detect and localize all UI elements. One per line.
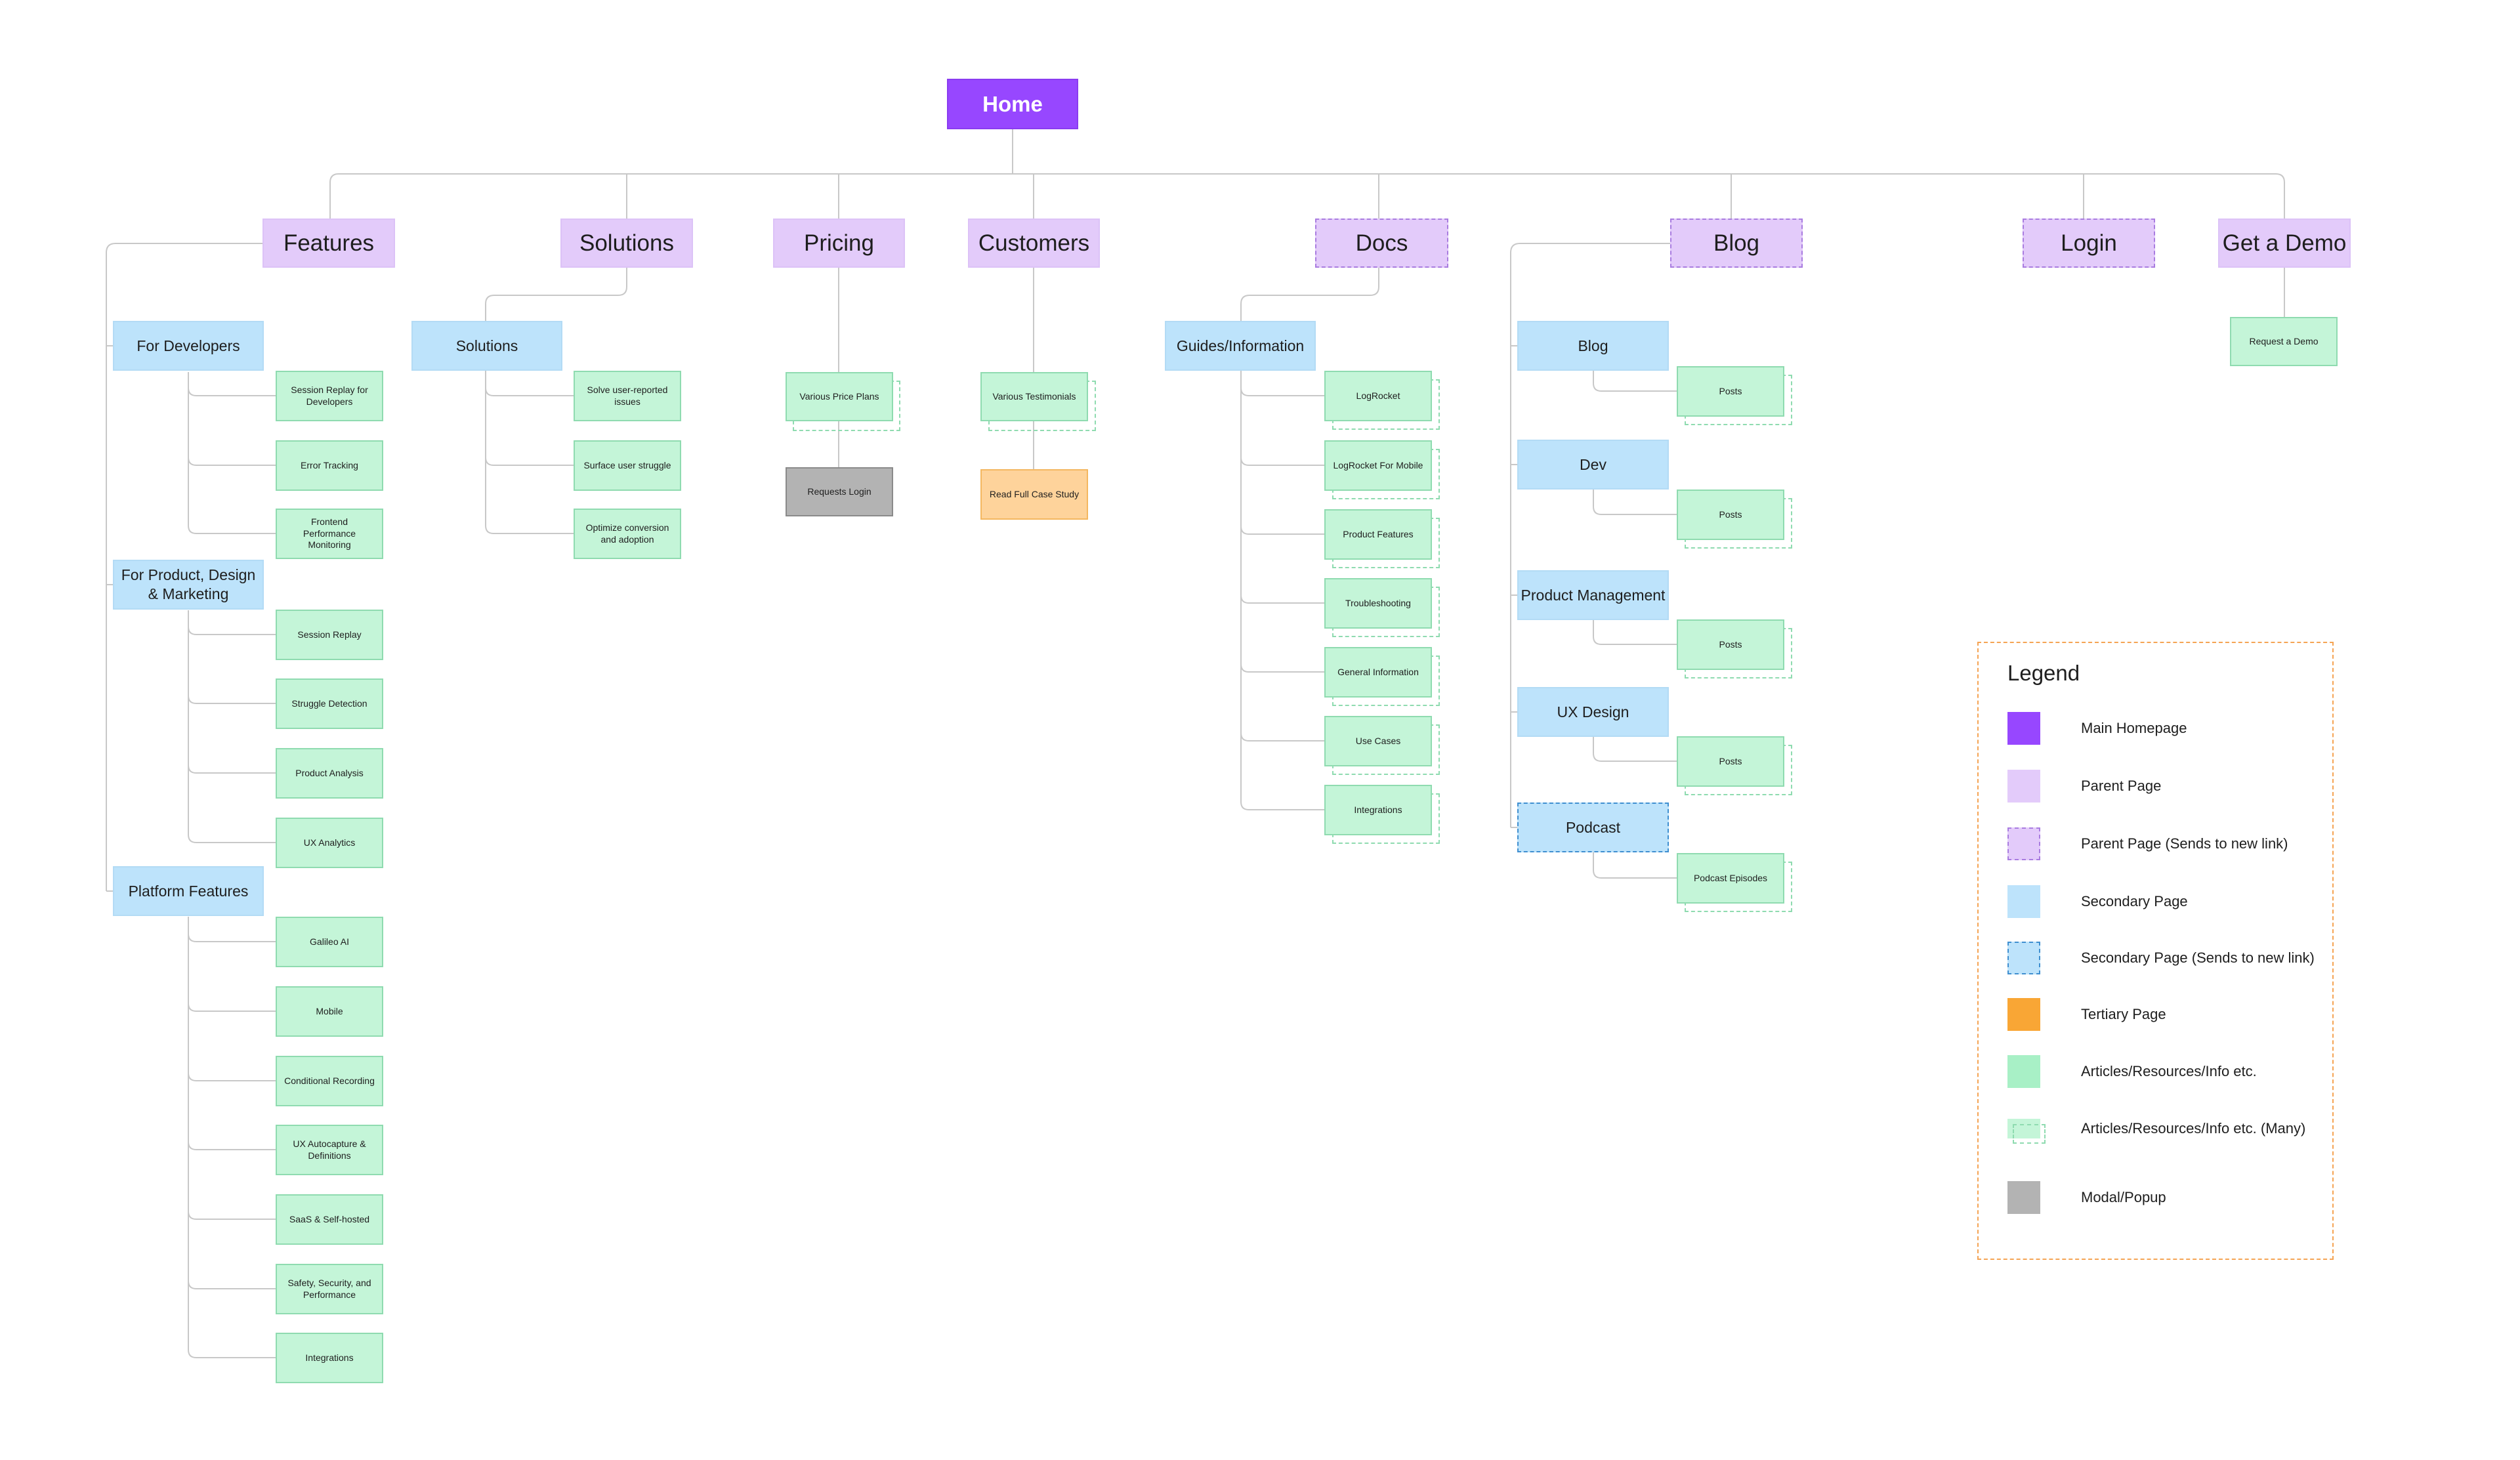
article-dev-posts: Posts <box>1677 490 1784 540</box>
blog-node: Blog <box>1670 219 1803 268</box>
article-use-cases: Use Cases <box>1324 716 1432 766</box>
legend-item: Articles/Resources/Info etc. (Many) <box>2007 1112 2305 1145</box>
article-swatch <box>2007 1055 2040 1088</box>
for-product-design-marketing-node: For Product, Design & Marketing <box>113 560 264 610</box>
article-blog-posts: Posts <box>1677 366 1784 417</box>
legend-item: Parent Page (Sends to new link) <box>2007 827 2288 860</box>
article-mobile: Mobile <box>276 986 383 1037</box>
solutions-node: Solutions <box>560 219 693 268</box>
features-node: Features <box>262 219 395 268</box>
podcast-section-node: Podcast <box>1517 803 1669 852</box>
dev-section-node: Dev <box>1517 440 1669 490</box>
get-a-demo-node: Get a Demo <box>2218 219 2351 268</box>
article-safety-security-performance: Safety, Security, and Performance <box>276 1264 383 1314</box>
legend-item: Modal/Popup <box>2007 1181 2166 1214</box>
article-ux-analytics: UX Analytics <box>276 818 383 868</box>
guides-information-node: Guides/Information <box>1165 321 1316 371</box>
article-surface-user-struggle: Surface user struggle <box>574 440 681 491</box>
legend-item: Tertiary Page <box>2007 998 2166 1031</box>
article-general-information: General Information <box>1324 647 1432 698</box>
legend-label: Tertiary Page <box>2081 1006 2166 1022</box>
article-solve-user-reported-issues: Solve user-reported issues <box>574 371 681 421</box>
article-many-swatch <box>2007 1119 2046 1144</box>
parent-page-swatch <box>2007 770 2040 803</box>
customers-node: Customers <box>968 219 1100 268</box>
login-node: Login <box>2023 219 2155 268</box>
legend-item: Secondary Page (Sends to new link) <box>2007 942 2315 974</box>
tertiary-read-full-case-study: Read Full Case Study <box>980 469 1088 520</box>
article-request-a-demo: Request a Demo <box>2230 317 2338 366</box>
legend-title: Legend <box>2007 661 2080 685</box>
article-product-features: Product Features <box>1324 509 1432 560</box>
modal-requests-login: Requests Login <box>786 467 893 516</box>
article-session-replay: Session Replay <box>276 610 383 660</box>
legend-label: Secondary Page <box>2081 893 2188 909</box>
secondary-page-swatch <box>2007 885 2040 918</box>
legend-label: Articles/Resources/Info etc. <box>2081 1063 2257 1079</box>
article-frontend-performance-monitoring: Frontend Performance Monitoring <box>276 509 383 559</box>
legend-item: Secondary Page <box>2007 885 2188 918</box>
secondary-page-link-swatch <box>2007 942 2040 974</box>
tertiary-page-swatch <box>2007 998 2040 1031</box>
for-developers-node: For Developers <box>113 321 264 371</box>
parent-page-link-swatch <box>2007 827 2040 860</box>
legend-label: Main Homepage <box>2081 720 2187 736</box>
article-troubleshooting: Troubleshooting <box>1324 578 1432 629</box>
article-various-testimonials: Various Testimonials <box>980 372 1088 421</box>
docs-node: Docs <box>1315 219 1448 268</box>
pricing-node: Pricing <box>773 219 905 268</box>
article-optimize-conversion-adoption: Optimize conversion and adoption <box>574 509 681 559</box>
legend-item: Parent Page <box>2007 770 2161 803</box>
main-homepage-swatch <box>2007 712 2040 745</box>
product-management-section-node: Product Management <box>1517 570 1669 620</box>
blog-section-node: Blog <box>1517 321 1669 371</box>
article-saas-self-hosted: SaaS & Self-hosted <box>276 1194 383 1245</box>
article-error-tracking: Error Tracking <box>276 440 383 491</box>
legend-label: Secondary Page (Sends to new link) <box>2081 949 2315 966</box>
article-integrations: Integrations <box>276 1333 383 1383</box>
legend-label: Parent Page <box>2081 778 2162 794</box>
article-ux-design-posts: Posts <box>1677 736 1784 787</box>
article-logrocket-for-mobile: LogRocket For Mobile <box>1324 440 1432 491</box>
article-ux-autocapture-definitions: UX Autocapture & Definitions <box>276 1125 383 1175</box>
article-podcast-episodes: Podcast Episodes <box>1677 853 1784 904</box>
legend-label: Parent Page (Sends to new link) <box>2081 835 2288 852</box>
article-various-price-plans: Various Price Plans <box>786 372 893 421</box>
ux-design-section-node: UX Design <box>1517 687 1669 737</box>
legend-panel: Legend Main Homepage Parent Page Parent … <box>1977 642 2334 1260</box>
article-docs-integrations: Integrations <box>1324 785 1432 835</box>
article-session-replay-for-developers: Session Replay for Developers <box>276 371 383 421</box>
solutions-secondary-node: Solutions <box>411 321 562 371</box>
article-logrocket: LogRocket <box>1324 371 1432 421</box>
legend-label: Modal/Popup <box>2081 1189 2166 1205</box>
article-conditional-recording: Conditional Recording <box>276 1056 383 1106</box>
legend-item: Main Homepage <box>2007 712 2187 745</box>
article-product-analysis: Product Analysis <box>276 748 383 799</box>
article-galileo-ai: Galileo AI <box>276 917 383 967</box>
article-product-management-posts: Posts <box>1677 619 1784 670</box>
article-struggle-detection: Struggle Detection <box>276 678 383 729</box>
platform-features-node: Platform Features <box>113 866 264 916</box>
home-node: Home <box>947 79 1078 129</box>
legend-label: Articles/Resources/Info etc. (Many) <box>2081 1120 2306 1137</box>
legend-item: Articles/Resources/Info etc. <box>2007 1055 2257 1088</box>
modal-popup-swatch <box>2007 1181 2040 1214</box>
